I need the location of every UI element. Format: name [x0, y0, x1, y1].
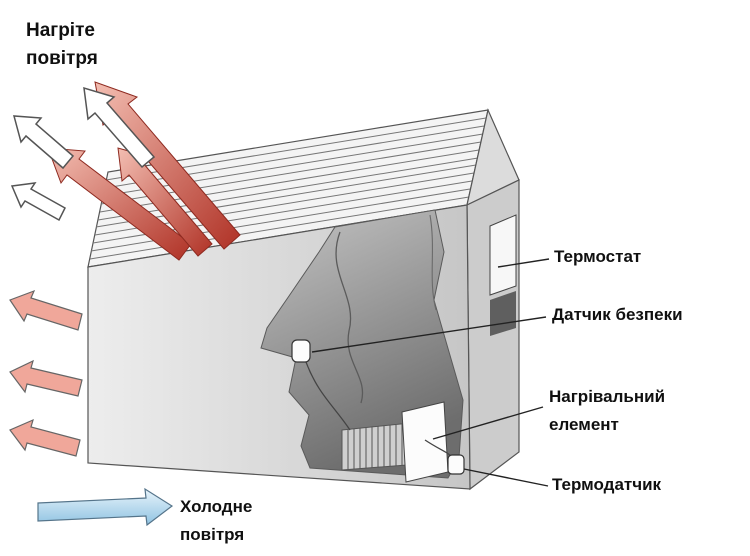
heating-element-plate	[401, 401, 449, 483]
cold-air-arrow	[37, 487, 174, 527]
outline-arrow-top	[83, 86, 156, 169]
thermo-sensor-label: Термодатчик	[552, 475, 662, 494]
hot-air-arrow-left	[47, 147, 192, 261]
thermostat-window	[489, 214, 517, 296]
hot-air-arrows	[47, 81, 241, 261]
cold-air-label-line1: Холодне	[180, 497, 252, 516]
outline-arrow-left	[10, 182, 66, 222]
outline-arrow-upper-left	[13, 115, 75, 170]
heating-element-leader-line	[432, 406, 544, 440]
side-warm-arrows	[9, 289, 83, 457]
thermostat-label: Термостат	[554, 247, 641, 266]
safety-sensor-label: Датчик безпеки	[552, 305, 683, 324]
thermo-sensor-leader-line	[463, 468, 549, 487]
side-warm-arrow-3	[9, 418, 81, 457]
diagram-labels: Нагріте повітря Термостат Датчик безпеки…	[26, 20, 683, 544]
cold-air-label-line2: повітря	[180, 525, 244, 544]
safety-sensor-leader-line	[311, 316, 547, 353]
side-warm-arrow-2	[9, 359, 83, 397]
heated-air-label-line1: Нагріте	[26, 20, 95, 41]
safety-sensor	[291, 339, 311, 363]
outline-air-arrows	[10, 86, 156, 222]
sensor-wire	[305, 361, 351, 431]
heating-element-label-line2: елемент	[549, 415, 619, 434]
top-grille-slats	[89, 117, 487, 260]
interior-crack-line-2	[429, 214, 437, 311]
thermo-sensor	[447, 454, 465, 475]
heating-element-label-line1: Нагрівальний	[549, 387, 665, 406]
thermostat-leader-line	[497, 258, 550, 268]
leader-lines	[311, 258, 550, 487]
heater-body	[87, 108, 520, 491]
heated-air-label-line2: повітря	[26, 48, 98, 69]
interior-crack-line	[335, 231, 364, 404]
side-warm-arrow-1	[9, 289, 83, 331]
